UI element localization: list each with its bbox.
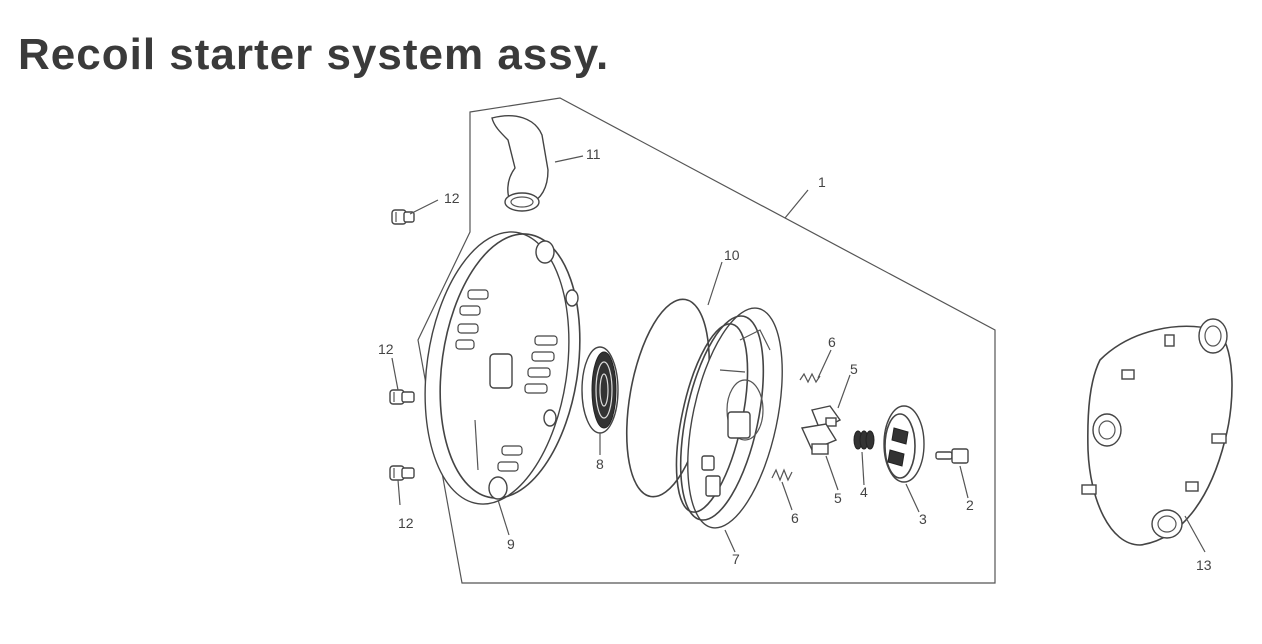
callout-5-upper: 5: [850, 361, 858, 377]
callout-10: 10: [724, 247, 740, 263]
bolt-part-12-bottom: [389, 465, 415, 481]
callout-1: 1: [818, 174, 826, 190]
callout-4: 4: [860, 484, 868, 500]
gasket-part-13: [1081, 318, 1233, 546]
center-bolt-part-2: [935, 448, 969, 464]
bolt-part-12-middle: [389, 389, 415, 405]
callout-12-top: 12: [444, 190, 460, 206]
callout-11: 11: [586, 146, 601, 162]
callout-13: 13: [1196, 557, 1212, 573]
ratchet-part-5-lower: [800, 423, 838, 455]
assembly-boundary: [417, 97, 996, 584]
callout-5-lower: 5: [834, 490, 842, 506]
starter-handle-part-11: [491, 115, 549, 212]
ratchet-part-5-upper: [811, 405, 842, 431]
callout-12-bottom: 12: [398, 515, 414, 531]
spring-part-6-upper: [799, 372, 821, 384]
recoil-spring-part-8: [581, 346, 619, 434]
starter-reel-part-7: [675, 307, 783, 529]
leader-lines: [391, 155, 1206, 553]
callout-6-upper: 6: [828, 334, 836, 350]
callout-7: 7: [732, 551, 740, 567]
spring-part-6-lower: [771, 468, 793, 482]
callout-8: 8: [596, 456, 604, 472]
bolt-part-12-top: [391, 209, 415, 225]
compression-spring-part-4: [853, 430, 875, 450]
callout-12-middle: 12: [378, 341, 394, 357]
starter-case-part-9: [424, 231, 581, 505]
callout-6-lower: 6: [791, 510, 799, 526]
callout-2: 2: [966, 497, 974, 513]
ratchet-guide-part-3: [883, 405, 925, 483]
diagram-title: Recoil starter system assy.: [18, 30, 610, 79]
callout-9: 9: [507, 536, 515, 552]
callout-3: 3: [919, 511, 927, 527]
